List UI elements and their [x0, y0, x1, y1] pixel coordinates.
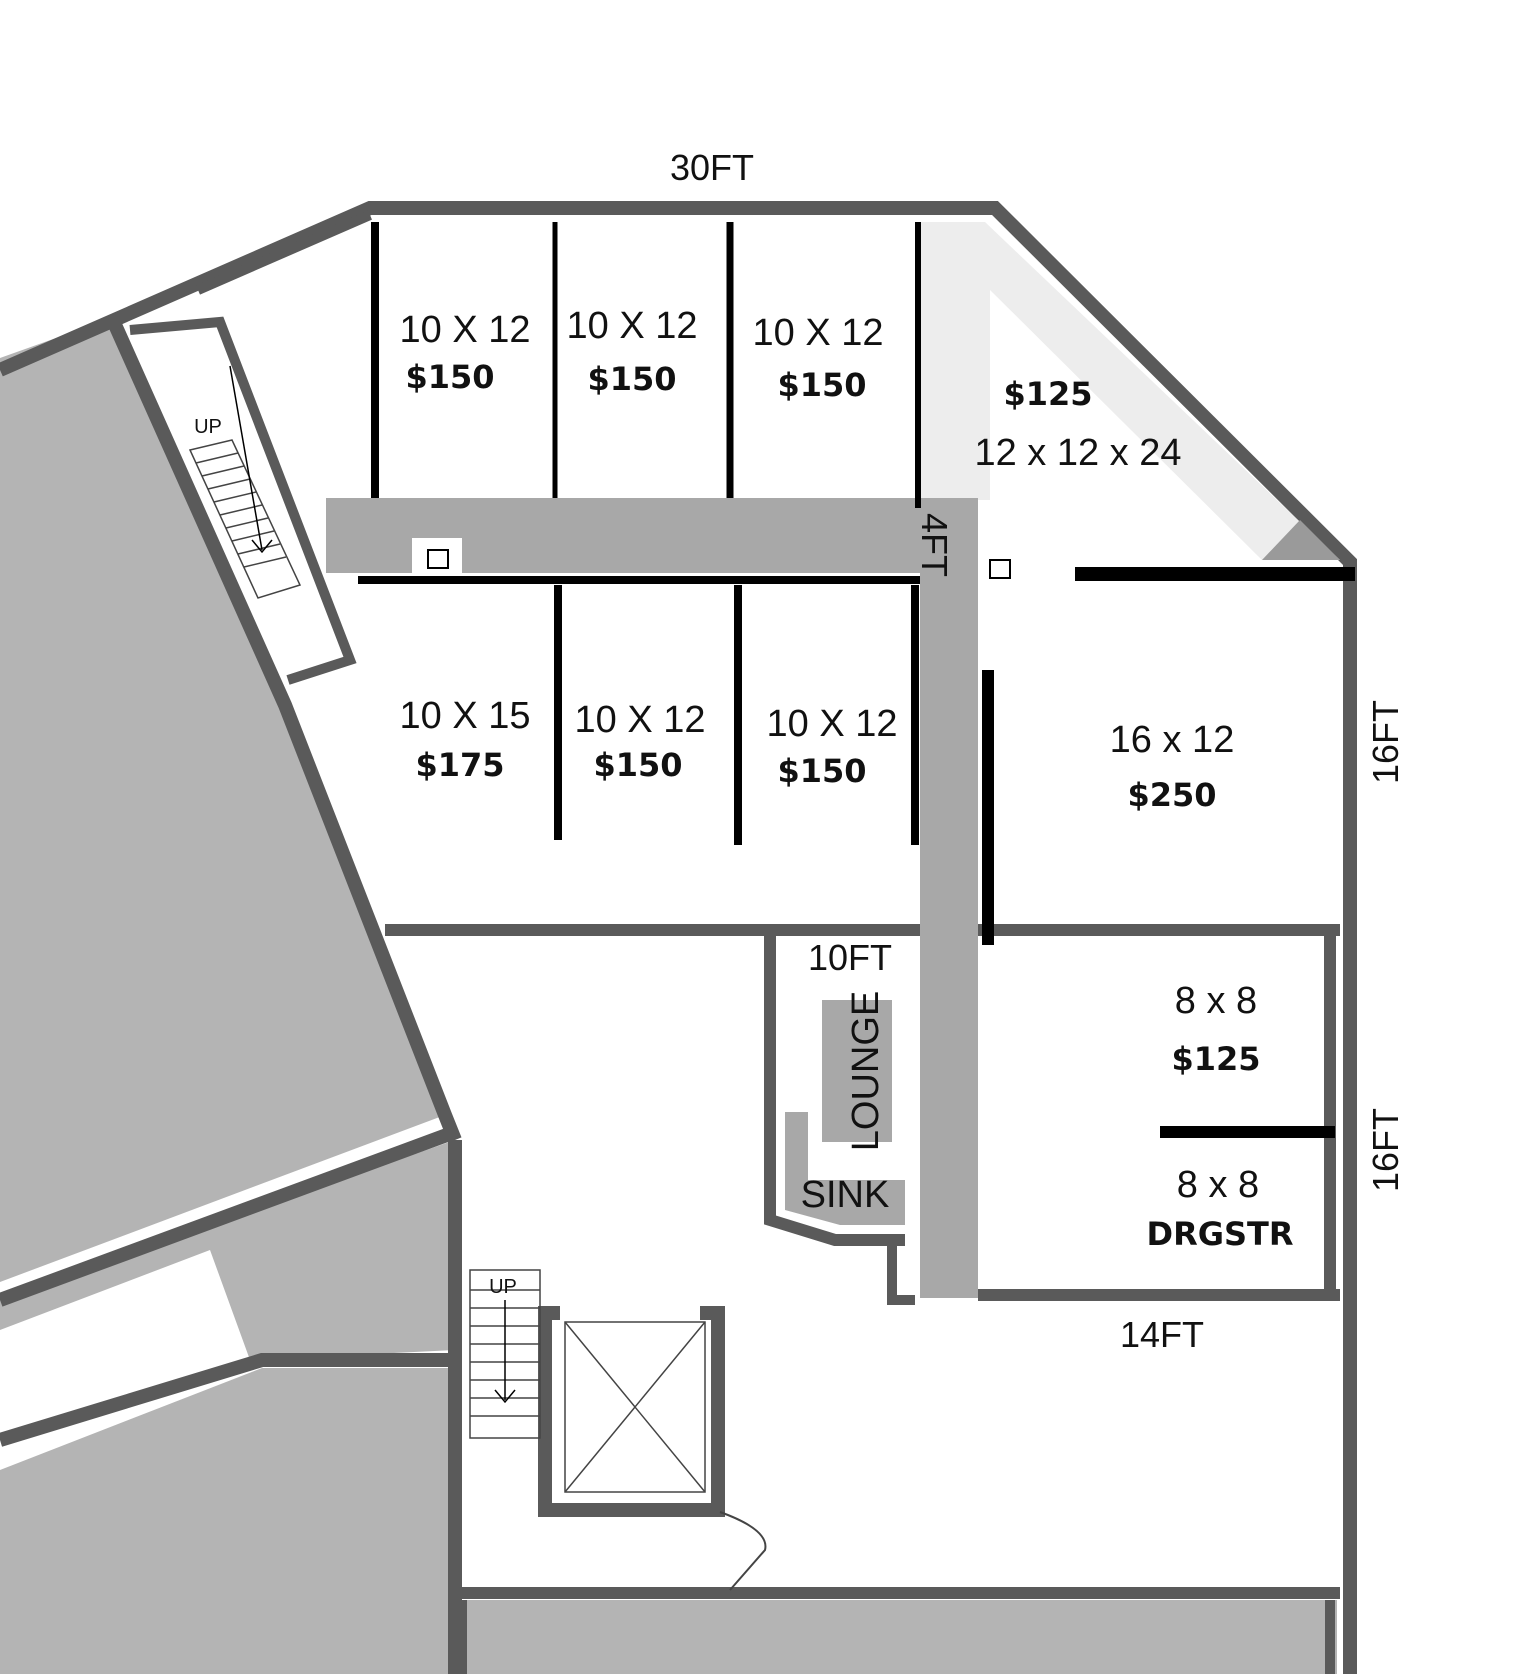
stair-up-label-1: UP — [194, 416, 222, 438]
dimension-lounge: 10FT — [808, 937, 892, 978]
room-small2-size: 8 x 8 — [1177, 1164, 1259, 1206]
adjacent-building-left — [0, 318, 445, 1282]
adjacent-building-bottom-left — [0, 1368, 455, 1674]
stair-top-left — [188, 365, 302, 599]
room-a3-price: $150 — [777, 366, 866, 404]
room-corner-size: 12 x 12 x 24 — [974, 432, 1181, 474]
lounge-label: LOUNGE — [845, 991, 887, 1151]
room-big-size: 16 x 12 — [1110, 719, 1235, 761]
room-small1-price: $125 — [1171, 1040, 1260, 1078]
adjacent-building-lower-left — [0, 1140, 455, 1360]
outer-walls — [0, 201, 1357, 1674]
hallway-vertical — [920, 498, 978, 1298]
room-a2-size: 10 X 12 — [567, 305, 698, 347]
adjacent-room-bottom — [467, 1600, 1337, 1674]
room-small2-price: DRGSTR — [1147, 1215, 1294, 1253]
room-b2-price: $150 — [593, 746, 682, 784]
room-a2-price: $150 — [587, 360, 676, 398]
room-corner-price: $125 — [1003, 375, 1092, 413]
room-small1-size: 8 x 8 — [1175, 980, 1257, 1022]
sink-counter — [785, 1112, 905, 1225]
door-swing — [719, 1511, 767, 1591]
room-big-price: $250 — [1127, 776, 1216, 814]
dimension-right-lower: 16FT — [1365, 1108, 1406, 1192]
lounge-block — [822, 1000, 892, 1142]
room-b2-size: 10 X 12 — [575, 699, 706, 741]
column-marker-1 — [427, 549, 449, 569]
column-marker-2 — [989, 559, 1011, 579]
dimension-hallway: 4FT — [914, 513, 955, 577]
elevator — [564, 1321, 706, 1493]
room-a1-size: 10 X 12 — [400, 309, 531, 351]
corner-wall-shade — [1262, 520, 1340, 560]
dimension-top: 30FT — [670, 147, 754, 188]
room-b3-size: 10 X 12 — [767, 703, 898, 745]
room-a1-price: $150 — [405, 358, 494, 396]
partitions — [358, 222, 1355, 1138]
room-b3-price: $150 — [777, 752, 866, 790]
room-b1-price: $175 — [415, 746, 504, 784]
dimension-right-upper: 16FT — [1365, 700, 1406, 784]
dimension-bottom: 14FT — [1120, 1314, 1204, 1355]
room-a3-size: 10 X 12 — [753, 312, 884, 354]
sink-label: SINK — [801, 1174, 890, 1216]
stair-up-label-2: UP — [489, 1276, 517, 1298]
room-b1-size: 10 X 15 — [400, 695, 531, 737]
stair-bottom — [469, 1269, 541, 1439]
corner-room-shade — [918, 222, 1340, 560]
